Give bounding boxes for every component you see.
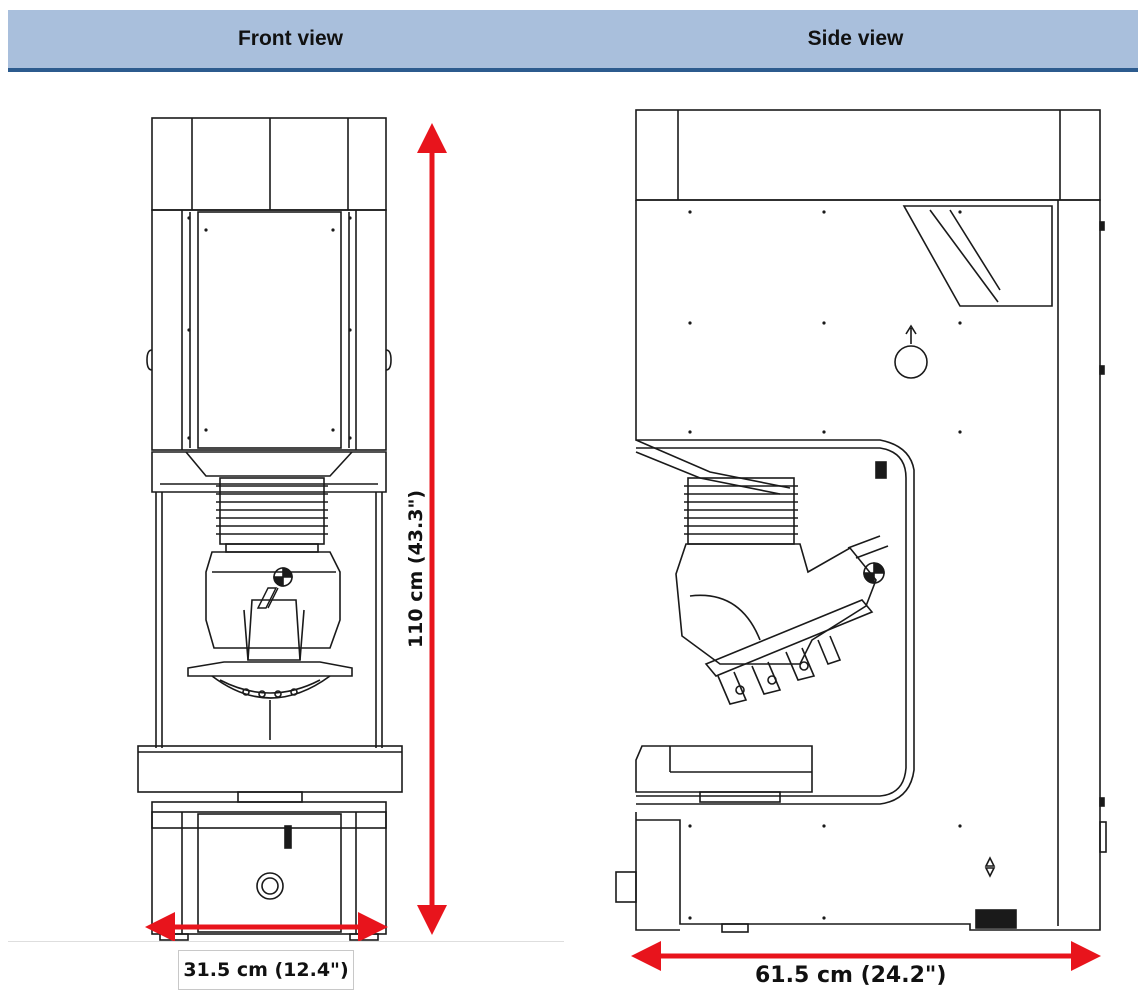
front-stage <box>137 745 403 793</box>
side-lens-head <box>675 535 889 665</box>
front-head-bracket <box>151 451 387 493</box>
side-bellows <box>684 477 798 545</box>
side-vent-panel <box>902 205 1053 307</box>
side-column <box>636 199 1101 931</box>
front-top-housing <box>151 117 387 211</box>
side-width-dimension-label: 61.5 cm (24.2") <box>755 963 947 988</box>
side-indicator-circle <box>894 345 928 379</box>
side-stage <box>635 745 813 793</box>
side-view-drawing <box>615 109 1107 933</box>
view-header-bar: Front view Side view <box>8 10 1138 72</box>
height-dimension-label: 110 cm (43.3") <box>405 489 427 649</box>
front-lens-head <box>205 551 341 661</box>
front-tilt-arm <box>187 661 353 740</box>
side-tilt-arm <box>704 599 874 705</box>
front-view-title: Front view <box>237 27 343 50</box>
front-bellows <box>216 477 328 553</box>
side-view-title: Side view <box>807 27 904 50</box>
side-foot-pedal <box>975 909 1017 929</box>
side-top-housing <box>635 109 1101 201</box>
front-view-drawing <box>137 117 403 941</box>
divider-line <box>8 941 564 942</box>
front-door-panel <box>197 211 342 449</box>
dimension-arrows <box>145 123 1101 971</box>
front-width-dimension-label: 31.5 cm (12.4") <box>178 950 354 990</box>
side-base-knob <box>615 871 637 903</box>
front-upper-body <box>151 209 387 451</box>
